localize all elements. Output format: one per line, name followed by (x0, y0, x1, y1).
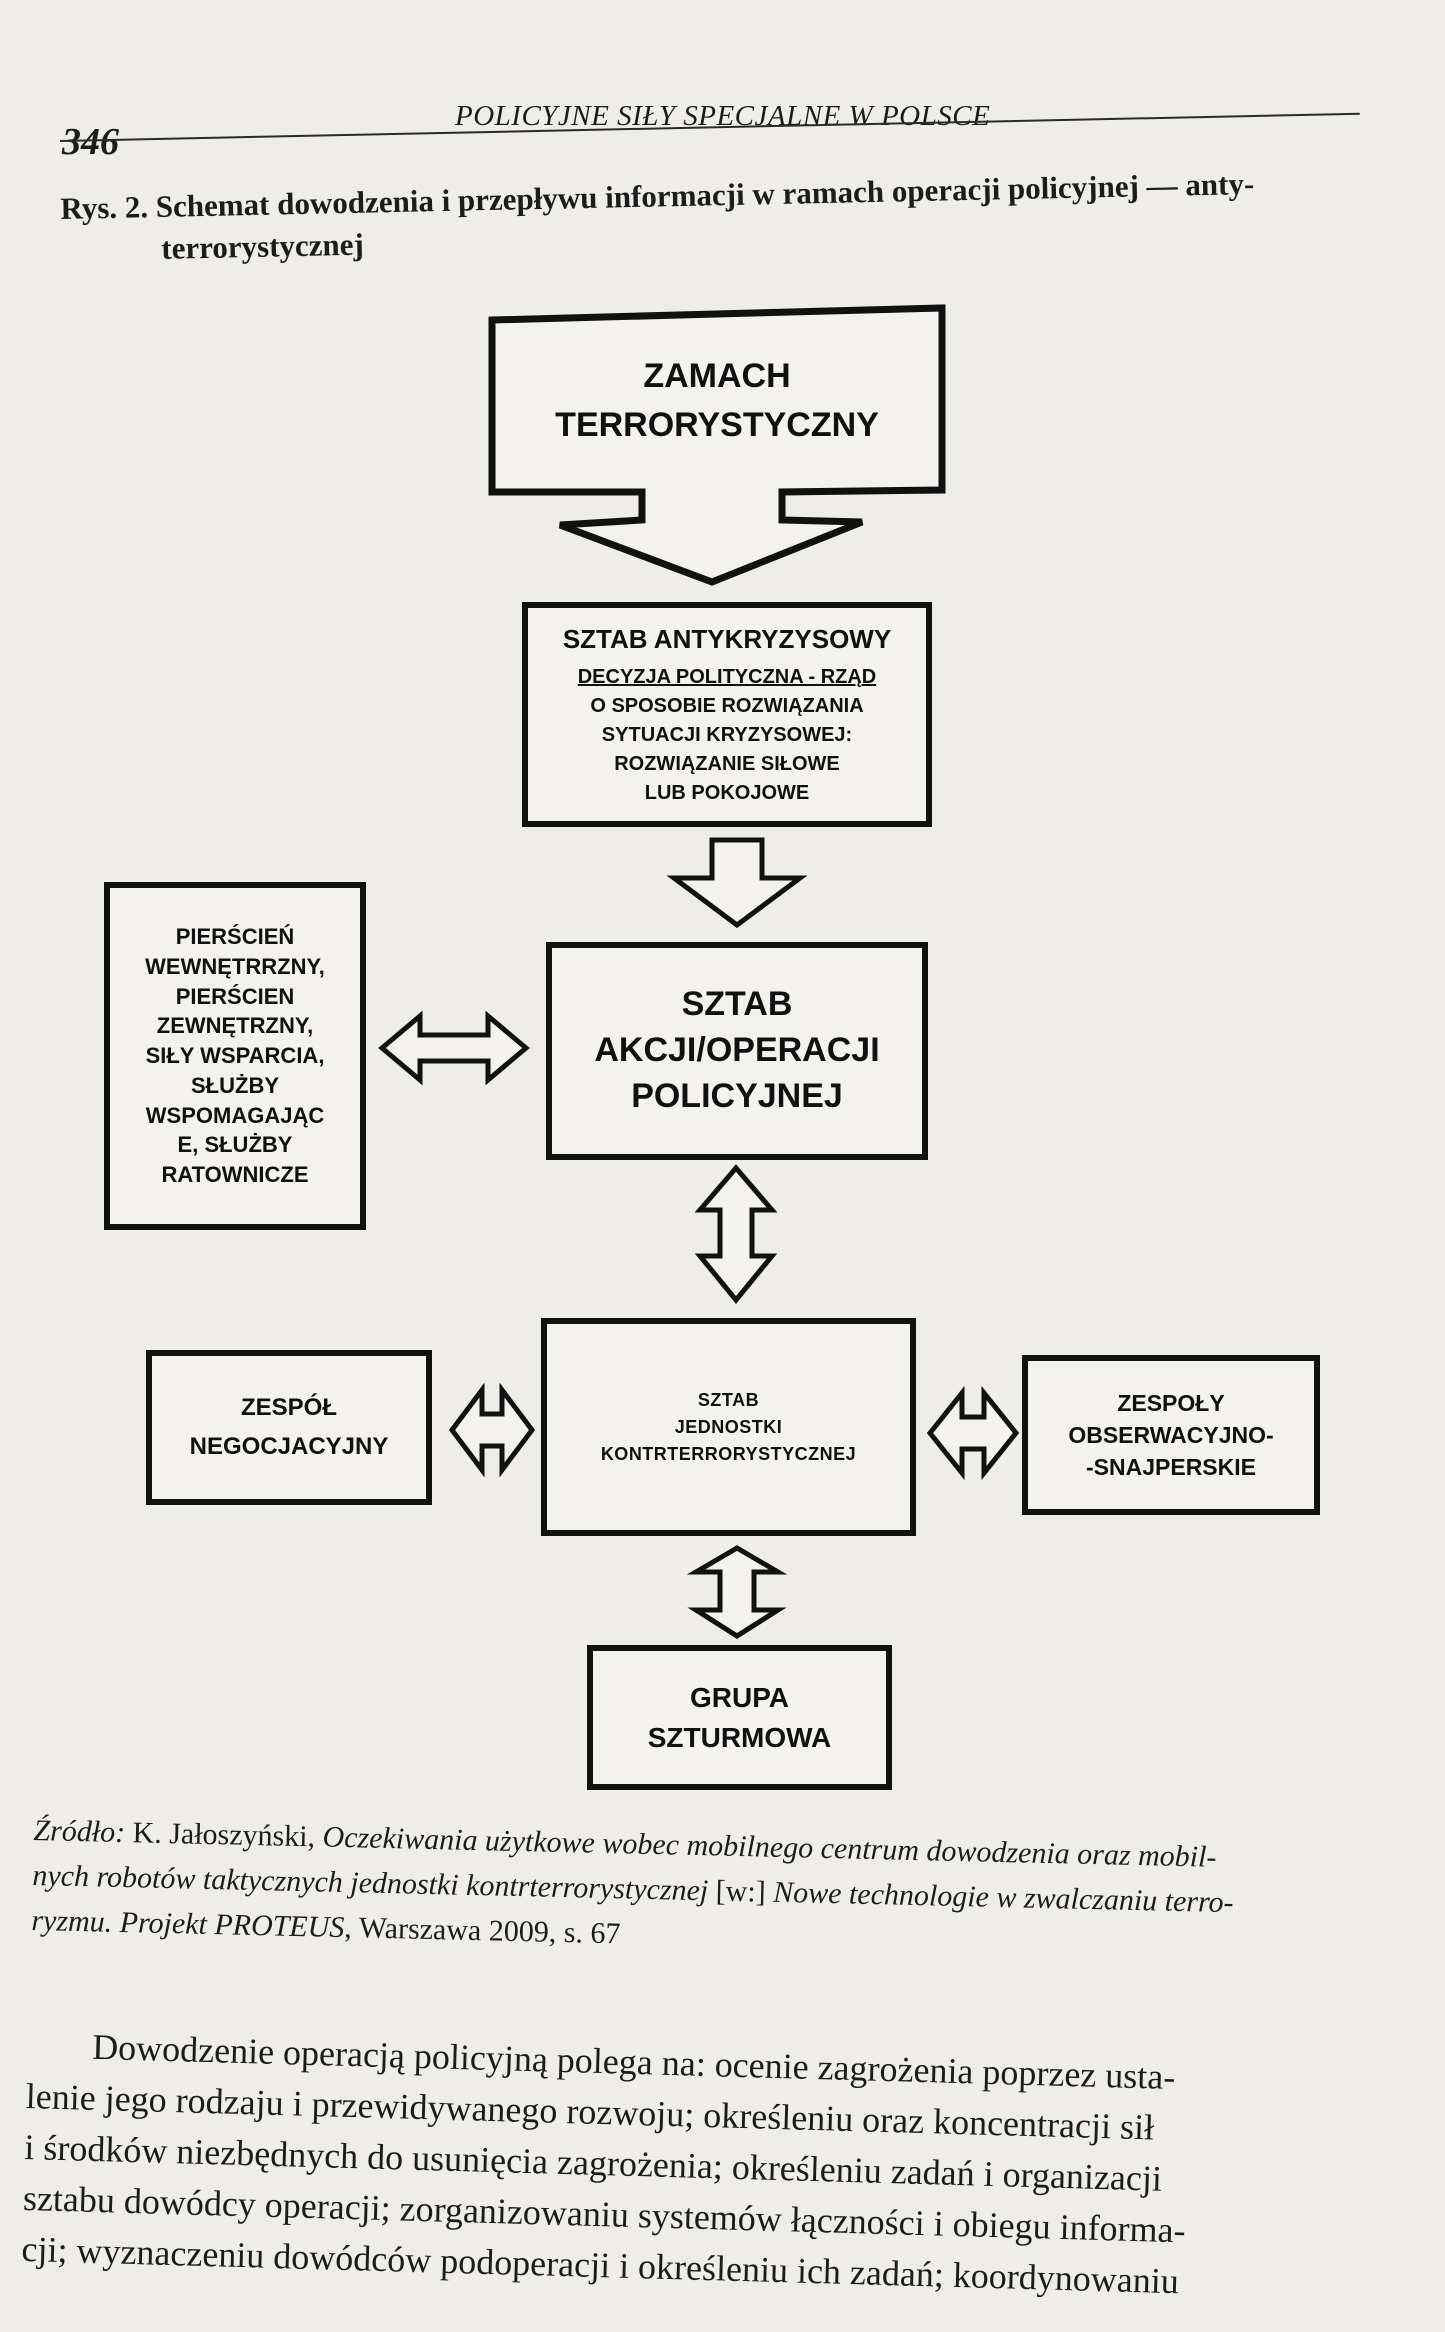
double-arrow-pierscien (378, 1010, 530, 1086)
source-book-title-cont: ryzmu. Projekt PROTEUS (31, 1903, 345, 1945)
double-arrow-obserwacyjne (926, 1385, 1020, 1481)
box-grupa-szturmowa: GRUPA SZTURMOWA (587, 1645, 892, 1790)
pierscien-line: SŁUŻBY (191, 1072, 279, 1098)
box-pierscien: PIERŚCIEŃ WEWNĘTRRZNY, PIERŚCIEN ZEWNĘTR… (104, 882, 366, 1230)
zamach-line: TERRORYSTYCZNY (555, 406, 879, 444)
negocjacyjny-line: NEGOCJACYJNY (189, 1432, 389, 1460)
jednostka-line: SZTAB (697, 1389, 760, 1410)
source-author: K. Jałoszyński, (124, 1816, 323, 1854)
akcji-line: AKCJI/OPERACJI (594, 1031, 880, 1070)
negocjacyjny-line: ZESPÓŁ (240, 1394, 337, 1422)
pierscien-line: PIERŚCIEŃ (175, 924, 295, 950)
jednostka-line: KONTRTERRORYSTYCZNEJ (600, 1443, 857, 1464)
double-arrow-akcji-jednostka (694, 1164, 778, 1304)
akcji-line: SZTAB (681, 985, 793, 1024)
obserwacyjne-line: ZESPOŁY (1117, 1389, 1225, 1416)
pierscien-line: E, SŁUŻBY (177, 1132, 293, 1158)
source-in: [w:] (707, 1874, 774, 1909)
antykryzysowy-line: ROZWIĄZANIE SIŁOWE (614, 752, 840, 775)
antykryzysowy-title: SZTAB ANTYKRYZYSOWY (562, 624, 892, 655)
antykryzysowy-line: O SPOSOBIE ROZWIĄZANIA (590, 694, 864, 717)
box-sztab-akcji: SZTAB AKCJI/OPERACJI POLICYJNEJ (546, 942, 928, 1160)
antykryzysowy-decision: DECYZJA POLITYCZNA - RZĄD (577, 665, 877, 688)
box-zespoly-obserwacyjne: ZESPOŁY OBSERWACYJNO- -SNAJPERSKIE (1022, 1355, 1320, 1515)
zamach-line: ZAMACH (643, 356, 791, 395)
szturmowa-line: GRUPA (689, 1682, 790, 1714)
pierscien-line: ZEWNĘTRZNY, (156, 1013, 314, 1039)
zamach-arrow-outline (488, 304, 946, 586)
pierscien-line: SIŁY WSPARCIA, (145, 1043, 325, 1069)
szturmowa-line: SZTURMOWA (647, 1721, 832, 1753)
source-publication: , Warszawa 2009, s. 67 (344, 1911, 621, 1951)
box-sztab-antykryzysowy: SZTAB ANTYKRYZYSOWY DECYZJA POLITYCZNA -… (522, 602, 932, 827)
pierscien-line: WSPOMAGAJĄC (145, 1102, 325, 1128)
double-arrow-szturmowa (686, 1545, 788, 1639)
antykryzysowy-line: SYTUACJI KRYZYSOWEJ: (601, 723, 853, 746)
antykryzysowy-line: LUB POKOJOWE (644, 781, 810, 804)
page-number: 346 (62, 121, 119, 163)
down-arrow-1 (666, 837, 808, 929)
jednostka-line: JEDNOSTKI (674, 1416, 783, 1437)
box-sztab-jednostki: SZTAB JEDNOSTKI KONTRTERRORYSTYCZNEJ (541, 1318, 916, 1536)
source-book-title: Nowe technologie w zwalczaniu terro- (772, 1875, 1234, 1920)
pierscien-line: WEWNĘTRRZNY, (145, 954, 325, 980)
pierscien-line: PIERŚCIEN (175, 983, 295, 1009)
obserwacyjne-line: OBSERWACYJNO- (1068, 1421, 1274, 1448)
box-zamach-terrorystyczny: ZAMACH TERRORYSTYCZNY (492, 312, 942, 490)
pierscien-line: RATOWNICZE (161, 1161, 309, 1187)
source-prefix: Źródło: (33, 1813, 126, 1850)
obserwacyjne-line: -SNAJPERSKIE (1086, 1454, 1256, 1481)
double-arrow-negocjacyjny (448, 1382, 536, 1478)
box-zespol-negocjacyjny: ZESPÓŁ NEGOCJACYJNY (146, 1350, 432, 1505)
akcji-line: POLICYJNEJ (631, 1076, 843, 1115)
body-paragraph: Dowodzenie operacją policyjną polega na:… (21, 2020, 1398, 2314)
